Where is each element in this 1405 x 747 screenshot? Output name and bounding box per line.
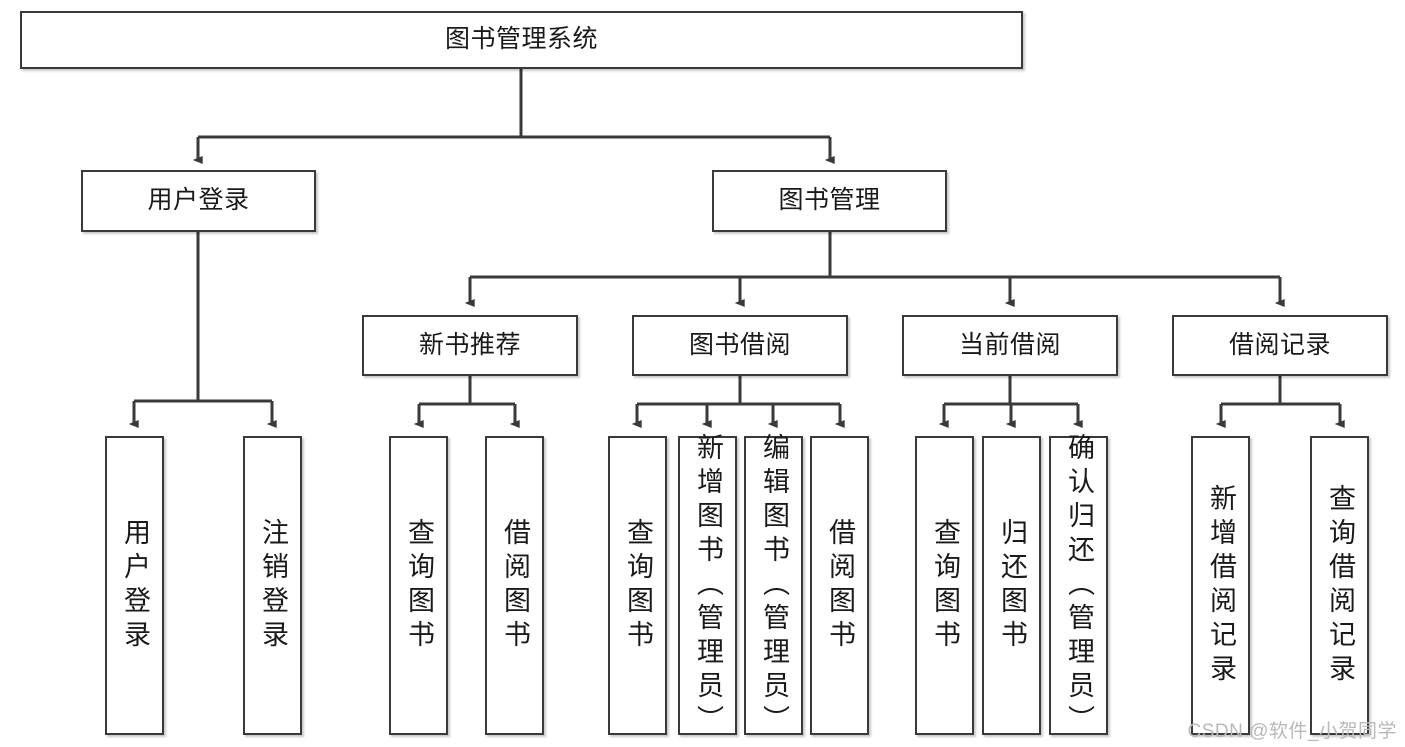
node-book-management[interactable]: 图书管理 [712,170,947,232]
leaf-recommend-borrow-book[interactable]: 借阅图书 [485,436,544,735]
leaf-borrow-edit-book[interactable]: 编辑图书（管理员） [744,433,803,739]
leaf-recommend-query-book[interactable]: 查询图书 [389,436,448,735]
node-user-login[interactable]: 用户登录 [81,170,316,232]
node-label: 新增图书（管理员） [693,432,723,739]
leaf-record-query-record[interactable]: 查询借阅记录 [1310,436,1369,735]
node-borrow-record[interactable]: 借阅记录 [1172,315,1388,376]
leaf-user-login-signin[interactable]: 用户登录 [105,436,164,735]
node-label: 图书借阅 [688,330,791,359]
node-root-system[interactable]: 图书管理系统 [20,11,1023,69]
node-label: 编辑图书（管理员） [759,432,789,739]
leaf-current-query-book[interactable]: 查询图书 [915,436,974,735]
leaf-borrow-query-book[interactable]: 查询图书 [608,436,667,735]
node-label: 查询图书 [404,517,434,654]
node-label: 当前借阅 [958,330,1061,359]
node-label: 用户登录 [147,186,250,215]
node-label: 图书管理 [778,186,881,215]
node-book-borrow[interactable]: 图书借阅 [632,315,848,376]
watermark-text: CSDN @软件_小贺同学 [1187,721,1397,742]
leaf-current-return-book[interactable]: 归还图书 [982,436,1041,735]
leaf-user-login-signout[interactable]: 注销登录 [243,436,302,735]
node-label: 确认归还（管理员） [1064,432,1094,739]
node-label: 借阅图书 [500,517,530,654]
leaf-record-add-record[interactable]: 新增借阅记录 [1191,436,1250,735]
node-label: 查询图书 [930,517,960,654]
leaf-borrow-borrow-book[interactable]: 借阅图书 [810,436,869,735]
node-label: 新增借阅记录 [1206,483,1236,688]
leaf-borrow-add-book[interactable]: 新增图书（管理员） [678,433,737,739]
node-label: 图书管理系统 [444,25,598,54]
node-label: 用户登录 [120,517,150,654]
node-label: 借阅图书 [825,517,855,654]
node-current-borrow[interactable]: 当前借阅 [902,315,1118,376]
node-label: 注销登录 [258,517,288,654]
node-label: 查询图书 [623,517,653,654]
node-label: 查询借阅记录 [1325,483,1355,688]
node-new-book-recommend[interactable]: 新书推荐 [362,315,578,376]
node-label: 新书推荐 [418,330,521,359]
node-label: 借阅记录 [1228,330,1331,359]
node-label: 归还图书 [997,517,1027,654]
leaf-current-confirm-return[interactable]: 确认归还（管理员） [1049,433,1108,739]
